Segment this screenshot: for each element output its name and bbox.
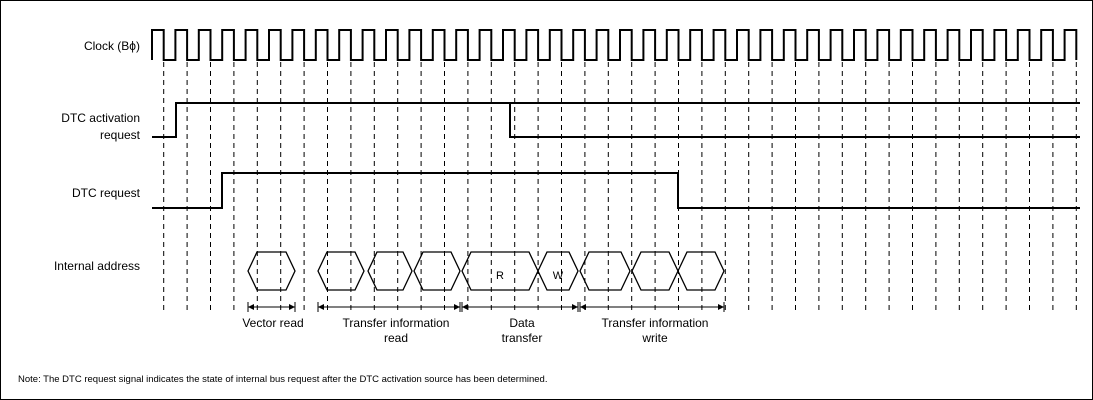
bus-read-label: R <box>496 270 504 282</box>
vector-read-label: Vector read <box>242 316 303 330</box>
dtc-activation-request-waveform <box>152 102 1080 138</box>
bus-cycle-9 <box>677 251 725 291</box>
transfer-info-write-label-line1: Transfer information <box>602 316 709 330</box>
data-transfer-label-line2: transfer <box>502 331 543 345</box>
dtc-activation-label-line2: request <box>100 128 141 142</box>
phase-spans <box>247 302 725 312</box>
transfer-info-write-span <box>579 302 725 312</box>
internal-address-label: Internal address <box>54 259 140 273</box>
bus-cycle-3 <box>367 251 413 291</box>
clock-label: Clock (Bϕ) <box>84 39 140 53</box>
cycle-gridlines <box>163 62 1077 312</box>
internal-address-bus <box>247 251 725 291</box>
clock-waveform <box>151 29 1078 61</box>
vector-read-span <box>247 302 296 312</box>
data-transfer-span <box>461 302 579 312</box>
transfer-info-read-label-line2: read <box>384 331 408 345</box>
dtc-request-waveform <box>152 172 1080 209</box>
dtc-request-label: DTC request <box>72 186 141 200</box>
bus-cycle-1 <box>247 251 296 291</box>
data-transfer-label-line1: Data <box>509 316 535 330</box>
transfer-info-write-label-line2: write <box>641 331 668 345</box>
transfer-info-read-label-line1: Transfer information <box>343 316 450 330</box>
diagram-note: Note: The DTC request signal indicates t… <box>18 374 547 385</box>
bus-cycle-4 <box>413 251 461 291</box>
bus-write-label: W <box>553 270 564 282</box>
bus-cycle-6 <box>537 251 579 291</box>
bus-cycle-2 <box>317 251 365 291</box>
dtc-activation-label-line1: DTC activation <box>61 111 140 125</box>
transfer-info-read-span <box>317 302 461 312</box>
bus-cycle-7 <box>579 251 631 291</box>
